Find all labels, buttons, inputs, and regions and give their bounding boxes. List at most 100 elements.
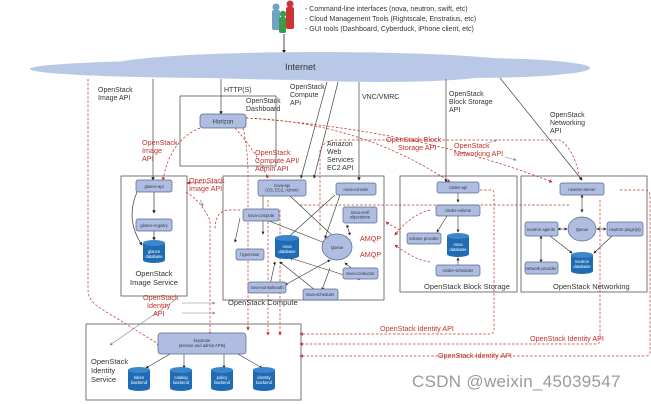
vnc-label: VNC/VMRC (362, 94, 399, 101)
amqp-label-1: AMQP (360, 234, 381, 243)
http-label: HTTP(S) (224, 87, 252, 94)
cinder-scheduler-label: cinder-scheduler (443, 268, 475, 273)
network-provider-node[interactable] (524, 261, 559, 275)
svg-text:keystone(service and admin API: keystone(service and admin APIs) (179, 338, 226, 348)
nova-scheduler-label: nova-scheduler (306, 292, 335, 297)
identity-api-label: OpenStack (143, 293, 179, 302)
cinder-volume-node[interactable] (435, 204, 481, 217)
horizon-node[interactable] (199, 113, 247, 129)
neutron-agents-node[interactable] (524, 221, 559, 237)
networking-queue-label: Queue (576, 227, 589, 232)
image-api-label-2: OpenStack (189, 176, 225, 185)
volume-provider-node[interactable] (406, 232, 442, 245)
watermark: CSDN @weixin_45039547 (412, 372, 621, 391)
nova-cert-node[interactable] (342, 206, 378, 224)
internet-cloud (30, 52, 590, 82)
nova-api-label: nova-api (274, 183, 290, 188)
nova-database (275, 235, 299, 259)
nova-consoleauth-label: nova-consoleauth (250, 285, 284, 290)
compute-queue-node[interactable] (321, 233, 353, 261)
image-service-title: OpenStack (135, 269, 172, 278)
svg-text:nova-cert/objectstore: nova-cert/objectstore (350, 210, 371, 220)
nova-api-node[interactable] (257, 179, 307, 197)
compute-group (222, 175, 385, 301)
cinder-volume-label: cinder-volume (445, 208, 472, 213)
identity-title: OpenStack (91, 357, 128, 366)
nova-scheduler-node[interactable] (302, 288, 339, 301)
glance-database (143, 240, 165, 263)
neutron-plugins-label: neutron plugin(s) (609, 227, 641, 232)
block-storage-api-label: OpenStack Block (386, 135, 442, 144)
block-storage-group (399, 175, 518, 293)
identity-group (85, 323, 302, 401)
dashboard-group (179, 95, 277, 167)
identity-api-label-1: OpenStack Identity API (380, 324, 454, 333)
neutron-database (571, 252, 593, 274)
nova-compute-node[interactable] (242, 208, 280, 222)
glance-api-node[interactable] (135, 179, 173, 193)
nova-console-node[interactable] (335, 182, 377, 196)
nova-console-label: nova-console (344, 187, 370, 192)
hypervisor-node[interactable] (235, 248, 265, 261)
nova-consoleauth-node[interactable] (247, 281, 287, 294)
nova-cert-label: nova-cert/ (351, 210, 370, 215)
neutron-server-node[interactable] (559, 182, 605, 196)
nova-conductor-label: nova-conductor (346, 271, 375, 276)
compute-title: OpenStack Compute (228, 298, 298, 307)
compute-admin-api-label: OpenStack (255, 148, 291, 157)
neutron-server-label: neutron-server (568, 187, 596, 192)
networking-group (520, 175, 648, 293)
block-storage-title: OpenStack Block Storage (424, 282, 510, 291)
cinder-api-node[interactable] (436, 181, 480, 194)
users-item-1: - Command-line interfaces (nova, neutron… (305, 6, 468, 13)
users-icon (272, 0, 294, 33)
cinder-scheduler-node[interactable] (435, 264, 481, 277)
horizon-label: Horizon (213, 120, 234, 126)
ext-networking-api-label: OpenStack (550, 112, 585, 119)
users-item-2: - Cloud Management Tools (Rightscale, En… (305, 16, 476, 23)
block-storage-database (447, 233, 469, 257)
neutron-plugins-node[interactable] (606, 221, 644, 237)
volume-provider-label: volume provider (409, 236, 439, 241)
networking-queue-node[interactable] (567, 216, 597, 242)
image-api-label-1: OpenStack (142, 138, 178, 147)
image-service-group (120, 175, 188, 297)
network-provider-label: network provider (526, 266, 558, 271)
nova-conductor-node[interactable] (342, 267, 379, 280)
nova-compute-label: nova-compute (248, 213, 275, 218)
compute-queue-label: Queue (331, 245, 344, 250)
users-item-3: - GUI tools (Dashboard, Cyberduck, iPhon… (305, 26, 474, 33)
glance-registry-label: glance-registry (140, 223, 168, 228)
keystone-node[interactable] (157, 332, 247, 355)
dashboard-label: OpenStack (246, 98, 281, 105)
ext-block-api-label: OpenStack (449, 91, 484, 98)
ext-compute-api-label: OpenStack (290, 84, 325, 91)
identity-api-label-3: OpenStack Identity API (438, 351, 512, 360)
glance-registry-node[interactable] (135, 218, 173, 232)
networking-api-label: OpenStack (454, 141, 490, 150)
